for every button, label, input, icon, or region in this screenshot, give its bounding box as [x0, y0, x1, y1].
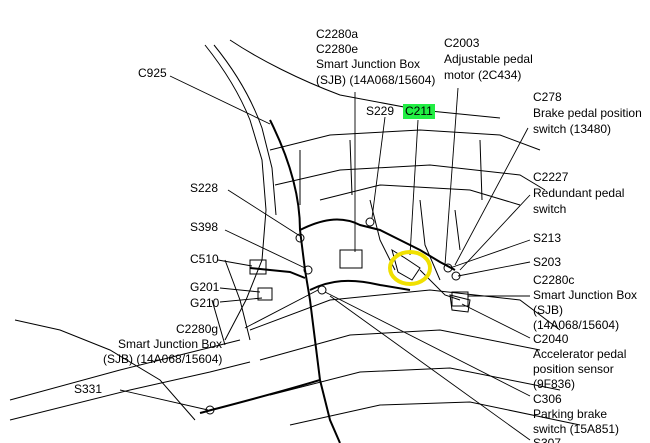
- harness-left: [249, 267, 306, 279]
- label-c2280e: C2280e: [316, 42, 359, 56]
- label-c2040-desc2: position sensor: [533, 362, 614, 376]
- floor-ribs: [259, 329, 581, 426]
- pedal-bracket: [369, 199, 461, 281]
- leader-c2227: [459, 194, 531, 271]
- dash-panel-b: [319, 184, 521, 206]
- leader-c2280g: [244, 289, 319, 329]
- label-c278-desc2: switch (13480): [533, 122, 612, 136]
- connector-g201: [257, 287, 273, 301]
- label-g201: G201: [190, 280, 220, 294]
- a-pillar-inner: [213, 44, 277, 216]
- label-sjb-right-name: Smart Junction Box: [533, 288, 638, 302]
- label-c2040-desc1: Accelerator pedal: [533, 347, 627, 361]
- label-sjb-left-name: Smart Junction Box: [118, 337, 223, 351]
- label-c211: C211: [403, 104, 435, 119]
- dash-panel-a: [299, 139, 483, 205]
- dashboard-lower: [274, 164, 546, 191]
- label-s213: S213: [533, 231, 562, 245]
- leader-c510: [217, 259, 253, 267]
- label-s398: S398: [190, 220, 219, 234]
- label-sjb-right-part: (14A068/15604): [533, 318, 620, 332]
- windshield-edge: [229, 39, 501, 119]
- a-pillar-outline: [204, 44, 267, 341]
- label-sjb-left-part: (SJB) (14A068/15604): [103, 352, 223, 366]
- leader-s398: [224, 229, 306, 269]
- label-sjb-top-part: (SJB) (14A068/15604): [316, 73, 436, 87]
- label-c2003: C2003: [444, 36, 480, 50]
- door-opening: [14, 319, 196, 421]
- pedal-assembly: [391, 248, 421, 281]
- label-s203: S203: [533, 255, 562, 269]
- label-c306-desc1: Parking brake: [533, 407, 608, 421]
- label-c510: C510: [190, 252, 219, 266]
- leader-c306: [324, 291, 531, 397]
- label-c2227-desc1: Redundant pedal: [533, 186, 625, 200]
- label-s228: S228: [190, 181, 219, 195]
- leader-g201: [219, 287, 261, 293]
- label-s331: S331: [74, 382, 103, 396]
- label-c278: C278: [533, 90, 562, 104]
- label-c2280a: C2280a: [316, 27, 359, 41]
- splice-s229: [365, 217, 375, 227]
- leader-c211: [409, 119, 419, 256]
- harness-main: [269, 119, 341, 443]
- splice-s213: [443, 263, 453, 273]
- connector-c2040: [451, 291, 469, 307]
- leader-s213: [449, 239, 531, 269]
- leader-g210: [219, 297, 263, 303]
- label-c306-desc2: switch (15A851): [533, 422, 620, 436]
- leader-s228: [227, 189, 301, 237]
- leader-c925: [169, 75, 271, 125]
- label-c2003-desc2: motor (2C434): [444, 68, 522, 82]
- splice-s228: [295, 233, 305, 243]
- harness-branch-lower: [309, 279, 411, 291]
- dashboard-top: [269, 129, 541, 151]
- label-c2227-desc2: switch: [533, 202, 567, 216]
- leader-c2003: [444, 87, 459, 266]
- label-c2040: C2040: [533, 332, 569, 346]
- accelerator-mount: [449, 294, 471, 313]
- leader-s203: [457, 261, 531, 277]
- label-c925: C925: [138, 66, 167, 80]
- leader-s331: [119, 389, 209, 411]
- leader-s229: [371, 116, 386, 219]
- label-g210: G210: [190, 296, 220, 310]
- floor-pan: [249, 289, 561, 331]
- label-c2280g: C2280g: [176, 322, 219, 336]
- label-sjb-right-abbr: (SJB): [533, 303, 563, 317]
- rocker-sill: [9, 339, 241, 401]
- label-c2003-desc1: Adjustable pedal: [444, 52, 533, 66]
- highlight-circle-c211: [388, 250, 432, 286]
- label-s229: S229: [366, 104, 395, 118]
- splice-s398: [303, 265, 313, 275]
- label-c2227: C2227: [533, 170, 569, 184]
- splice-c306: [317, 285, 327, 295]
- connector-c510: [249, 259, 267, 275]
- rocker-sill-lower: [9, 361, 251, 421]
- label-c2040-desc3: (9F836): [533, 377, 576, 391]
- leader-c278: [454, 127, 529, 266]
- label-c278-desc1: Brake pedal position: [533, 106, 642, 120]
- harness-branch-upper: [299, 218, 456, 271]
- label-s307: S307: [533, 436, 562, 443]
- harness-floor: [199, 379, 321, 414]
- leader-c2040: [461, 303, 531, 339]
- connector-sjb-top: [339, 249, 363, 269]
- label-sjb-top-name: Smart Junction Box: [316, 57, 421, 71]
- leader-s307: [329, 295, 531, 441]
- label-c306: C306: [533, 392, 562, 406]
- pedal-arm: [419, 269, 461, 301]
- label-c2280c: C2280c: [533, 273, 575, 287]
